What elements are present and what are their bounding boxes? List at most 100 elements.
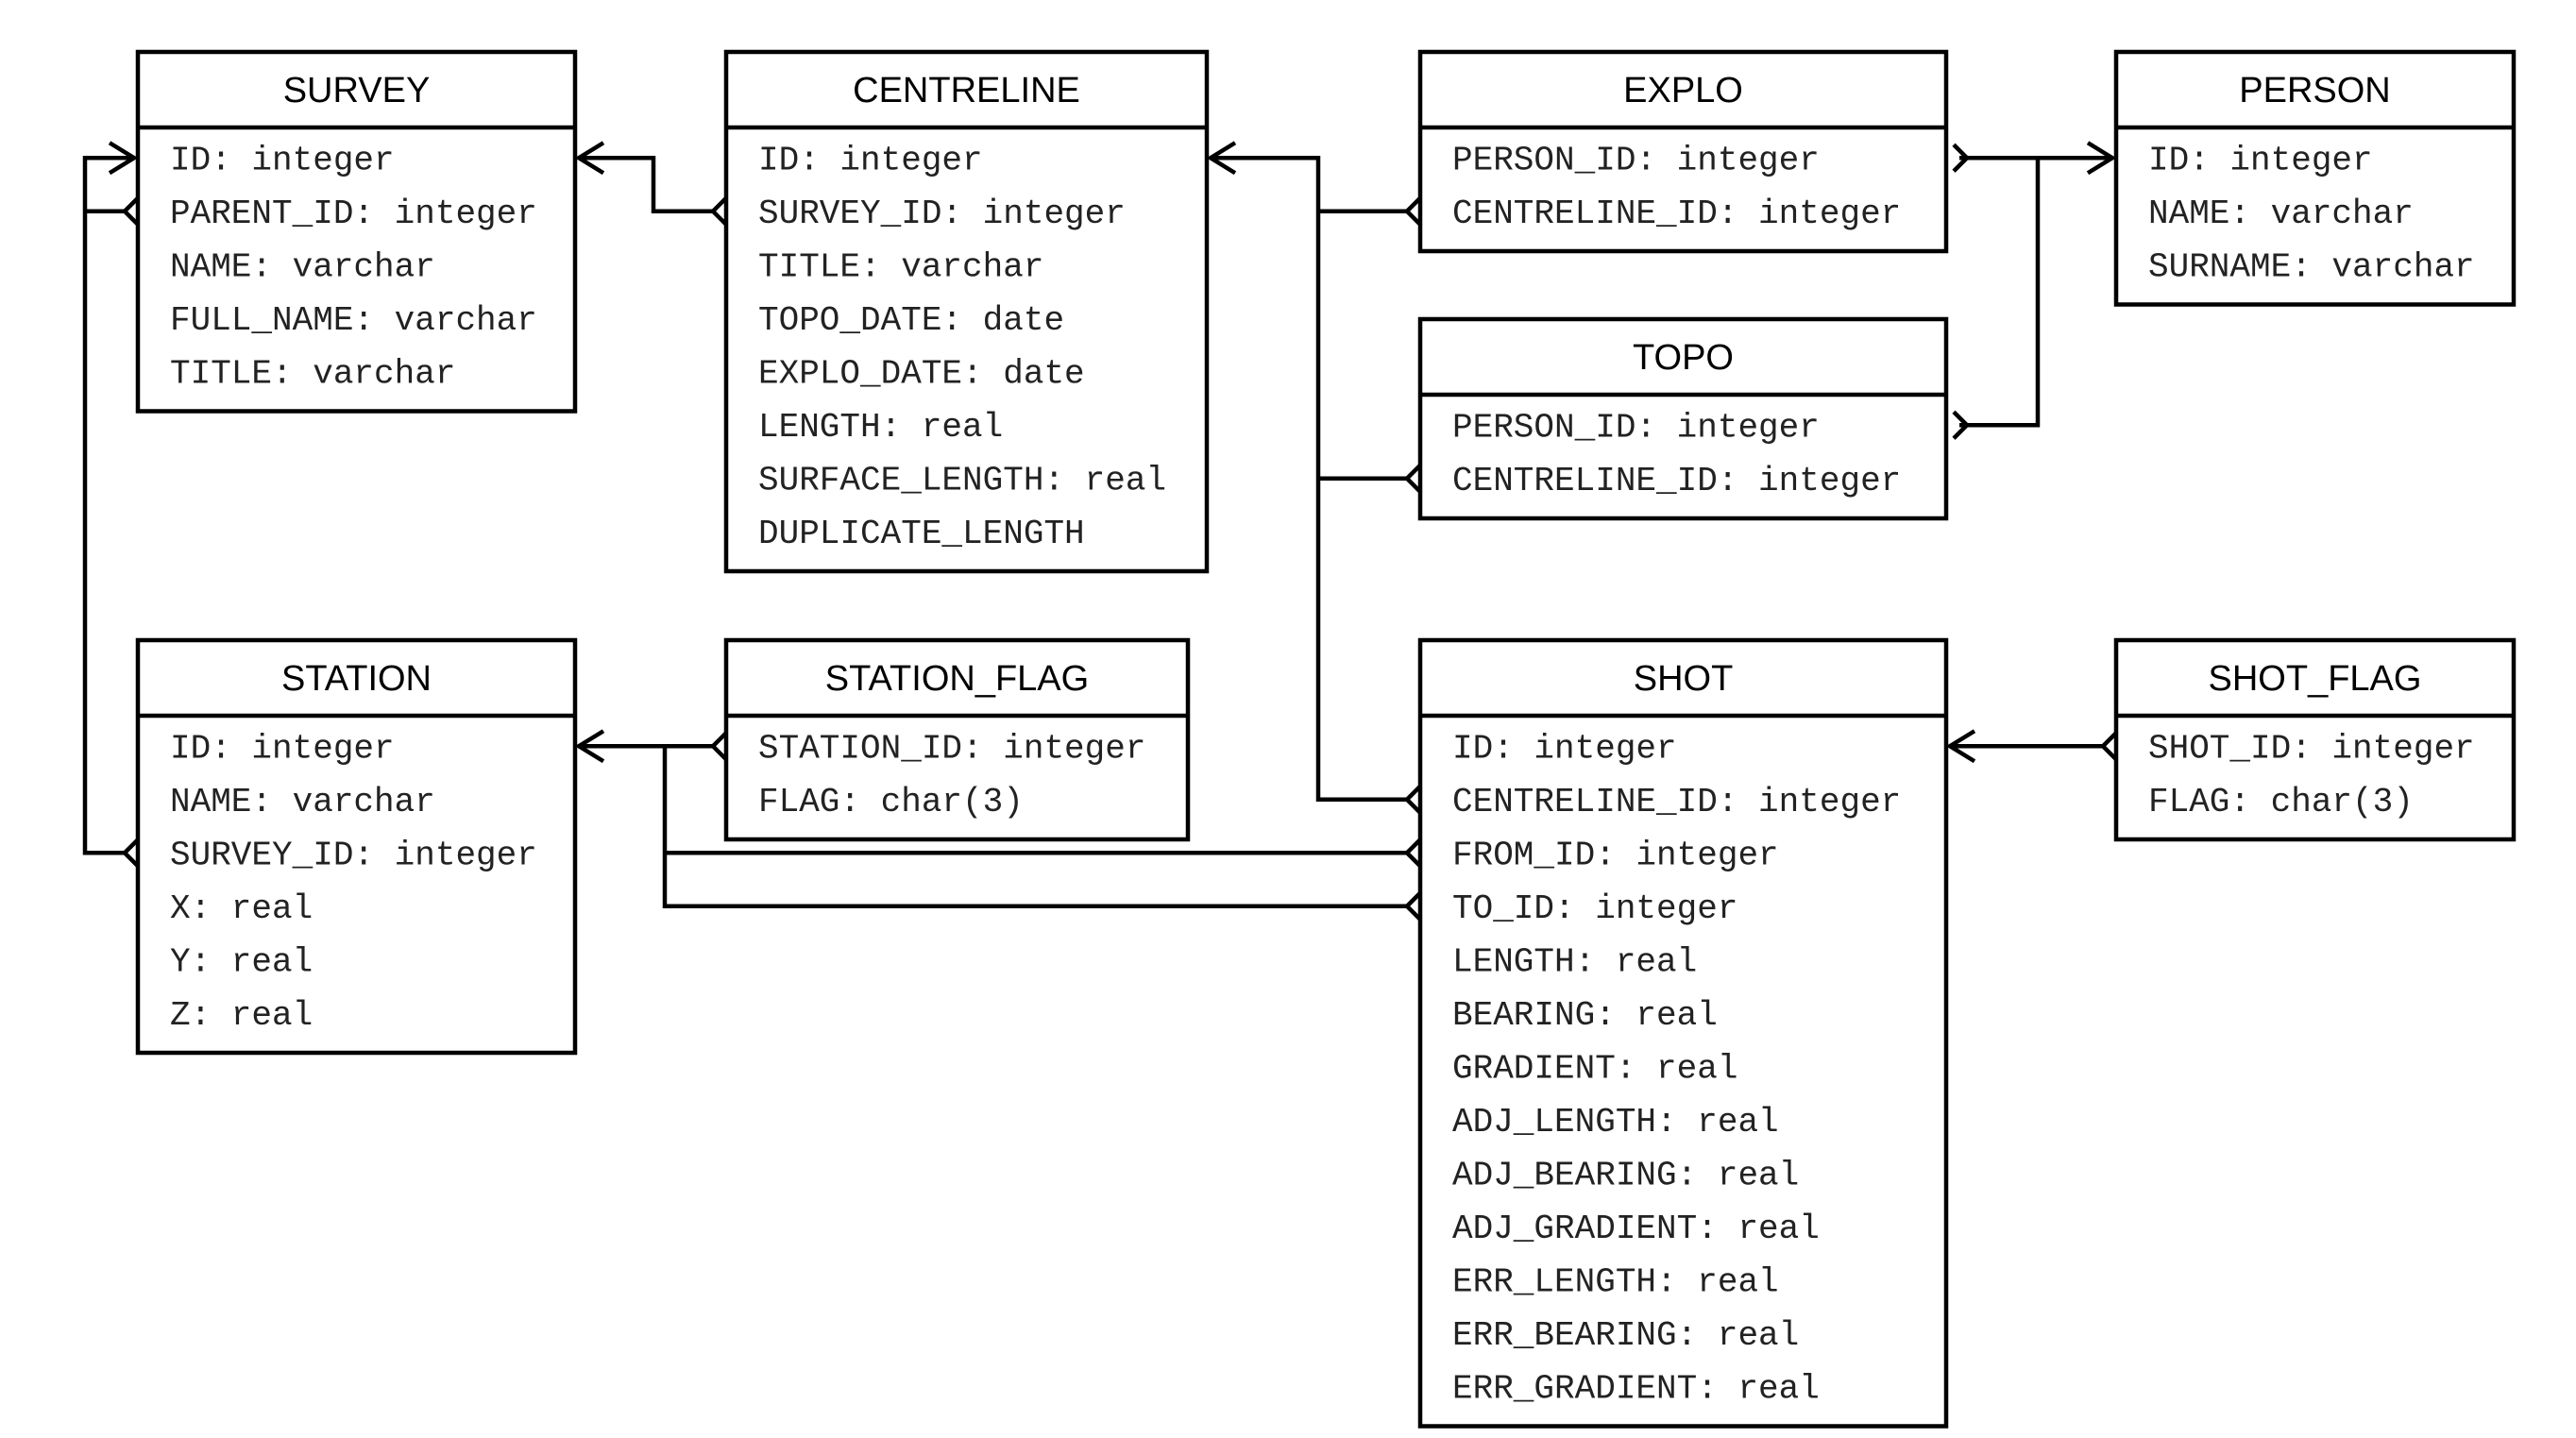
survey-field: ID: integer: [170, 141, 395, 179]
shot-table-border: [1417, 637, 1949, 1429]
shot-id-arrow: [1945, 729, 1976, 764]
station-field: ID: integer: [170, 729, 395, 768]
station-flag-field: FLAG: char(3): [758, 783, 1024, 821]
centreline-field: EXPLO_DATE: date: [758, 354, 1085, 393]
station-field: X: real: [170, 889, 313, 928]
relationship-lines: [82, 141, 2118, 922]
shot-to-station-link: [662, 746, 1407, 908]
person-id-arrow: [2086, 141, 2117, 176]
station-flag-table-title: STATION_FLAG: [825, 659, 1089, 699]
survey-id-left-arrow: [108, 141, 139, 176]
person-field: SURNAME: varchar: [2148, 247, 2475, 286]
shot-centreline-id-crowfoot: [1403, 785, 1422, 815]
person-table-title: PERSON: [2239, 71, 2390, 110]
shot-to-id-crowfoot: [1403, 891, 1422, 922]
shot-flag-table-border: [2113, 637, 2517, 842]
station-flag-table-border: [723, 637, 1191, 842]
explo-field: PERSON_ID: integer: [1452, 141, 1820, 179]
topo-table-border: [1417, 316, 1949, 521]
shot-field: GRADIENT: real: [1452, 1049, 1737, 1088]
station-field: NAME: varchar: [170, 783, 435, 821]
station-survey-link: [82, 156, 134, 855]
shot-table-title: SHOT: [1634, 659, 1734, 699]
shot-flag-shot-id-crowfoot: [2099, 731, 2118, 761]
person-field: ID: integer: [2148, 141, 2373, 179]
explo-table-border: [1417, 49, 1949, 254]
shot-from-id-crowfoot: [1403, 837, 1422, 868]
survey-parent-id-crowfoot: [121, 196, 140, 227]
centreline-survey-link: [579, 156, 713, 213]
centreline-field: TOPO_DATE: date: [758, 301, 1064, 340]
topo-person-link: [1959, 158, 2041, 428]
shot-field: ERR_GRADIENT: real: [1452, 1369, 1820, 1408]
station-survey-id-crowfoot: [121, 837, 140, 868]
shot-field: ADJ_LENGTH: real: [1452, 1103, 1779, 1142]
explo-person-id-crowfoot: [1952, 143, 1971, 173]
shot-field: CENTRELINE_ID: integer: [1452, 783, 1901, 821]
person-field: NAME: varchar: [2148, 195, 2414, 233]
topo-field: CENTRELINE_ID: integer: [1452, 462, 1901, 500]
station-field: Y: real: [170, 942, 313, 981]
explo-field: CENTRELINE_ID: integer: [1452, 195, 1901, 233]
survey-field: NAME: varchar: [170, 247, 435, 286]
shot-field: BEARING: real: [1452, 996, 1718, 1035]
station-field: SURVEY_ID: integer: [170, 836, 537, 874]
centreline-id-arrow: [1206, 141, 1237, 176]
topo-centreline-id-crowfoot: [1403, 464, 1422, 494]
survey-field: TITLE: varchar: [170, 354, 455, 393]
station-table-title: STATION: [281, 659, 432, 699]
topo-person-id-crowfoot: [1952, 410, 1971, 440]
station-id-arrow: [574, 729, 605, 764]
centreline-table-border: [723, 49, 1210, 574]
survey-table-title: SURVEY: [283, 71, 431, 110]
shot-field: ID: integer: [1452, 729, 1677, 768]
survey-id-arrow: [574, 141, 605, 176]
person-table-border: [2113, 49, 2517, 307]
centreline-field: TITLE: varchar: [758, 247, 1043, 286]
shot-field: ERR_LENGTH: real: [1452, 1262, 1779, 1301]
topo-field: PERSON_ID: integer: [1452, 408, 1820, 447]
centreline-field: SURFACE_LENGTH: real: [758, 461, 1166, 499]
centreline-table-title: CENTRELINE: [853, 71, 1080, 110]
centreline-survey-id-crowfoot: [709, 196, 728, 227]
survey-field: FULL_NAME: varchar: [170, 301, 537, 340]
topo-table-title: TOPO: [1633, 338, 1734, 378]
centreline-field: LENGTH: real: [758, 408, 1003, 447]
shot-flag-field: FLAG: char(3): [2148, 783, 2414, 821]
shot-flag-table-title: SHOT_FLAG: [2209, 659, 2422, 699]
centreline-field: SURVEY_ID: integer: [758, 195, 1126, 233]
survey-table-border: [135, 49, 578, 414]
shot-field: ERR_BEARING: real: [1452, 1316, 1799, 1355]
shot-flag-field: SHOT_ID: integer: [2148, 729, 2475, 768]
survey-field: PARENT_ID: integer: [170, 195, 537, 233]
shot-field: TO_ID: integer: [1452, 889, 1737, 928]
shot-field: ADJ_BEARING: real: [1452, 1156, 1799, 1194]
station-field: Z: real: [170, 996, 313, 1035]
explo-centreline-id-crowfoot: [1403, 196, 1422, 227]
station-flag-station-id-crowfoot: [709, 731, 728, 761]
explo-table-title: EXPLO: [1623, 71, 1743, 110]
station-flag-field: STATION_ID: integer: [758, 729, 1145, 768]
shot-field: ADJ_GRADIENT: real: [1452, 1210, 1820, 1248]
centreline-field: DUPLICATE_LENGTH: [758, 515, 1085, 553]
